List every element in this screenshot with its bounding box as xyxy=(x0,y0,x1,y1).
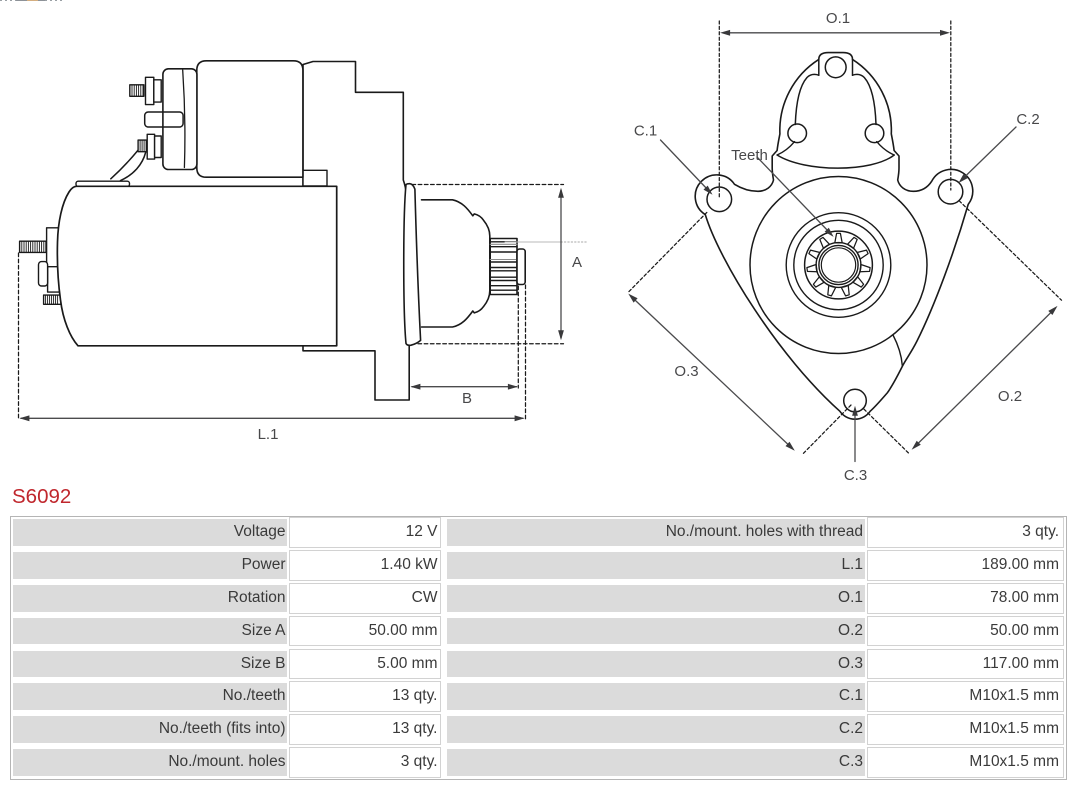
svg-text:L.1: L.1 xyxy=(258,426,279,443)
svg-text:O.3: O.3 xyxy=(674,363,698,380)
svg-text:A: A xyxy=(572,254,582,271)
svg-text:B: B xyxy=(462,390,472,407)
svg-text:O.1: O.1 xyxy=(826,10,850,27)
svg-text:O.2: O.2 xyxy=(998,388,1022,405)
svg-text:Teeth: Teeth xyxy=(731,147,768,164)
svg-text:C.1: C.1 xyxy=(634,123,657,140)
svg-text:C.3: C.3 xyxy=(844,467,867,484)
svg-text:C.2: C.2 xyxy=(1016,111,1039,128)
